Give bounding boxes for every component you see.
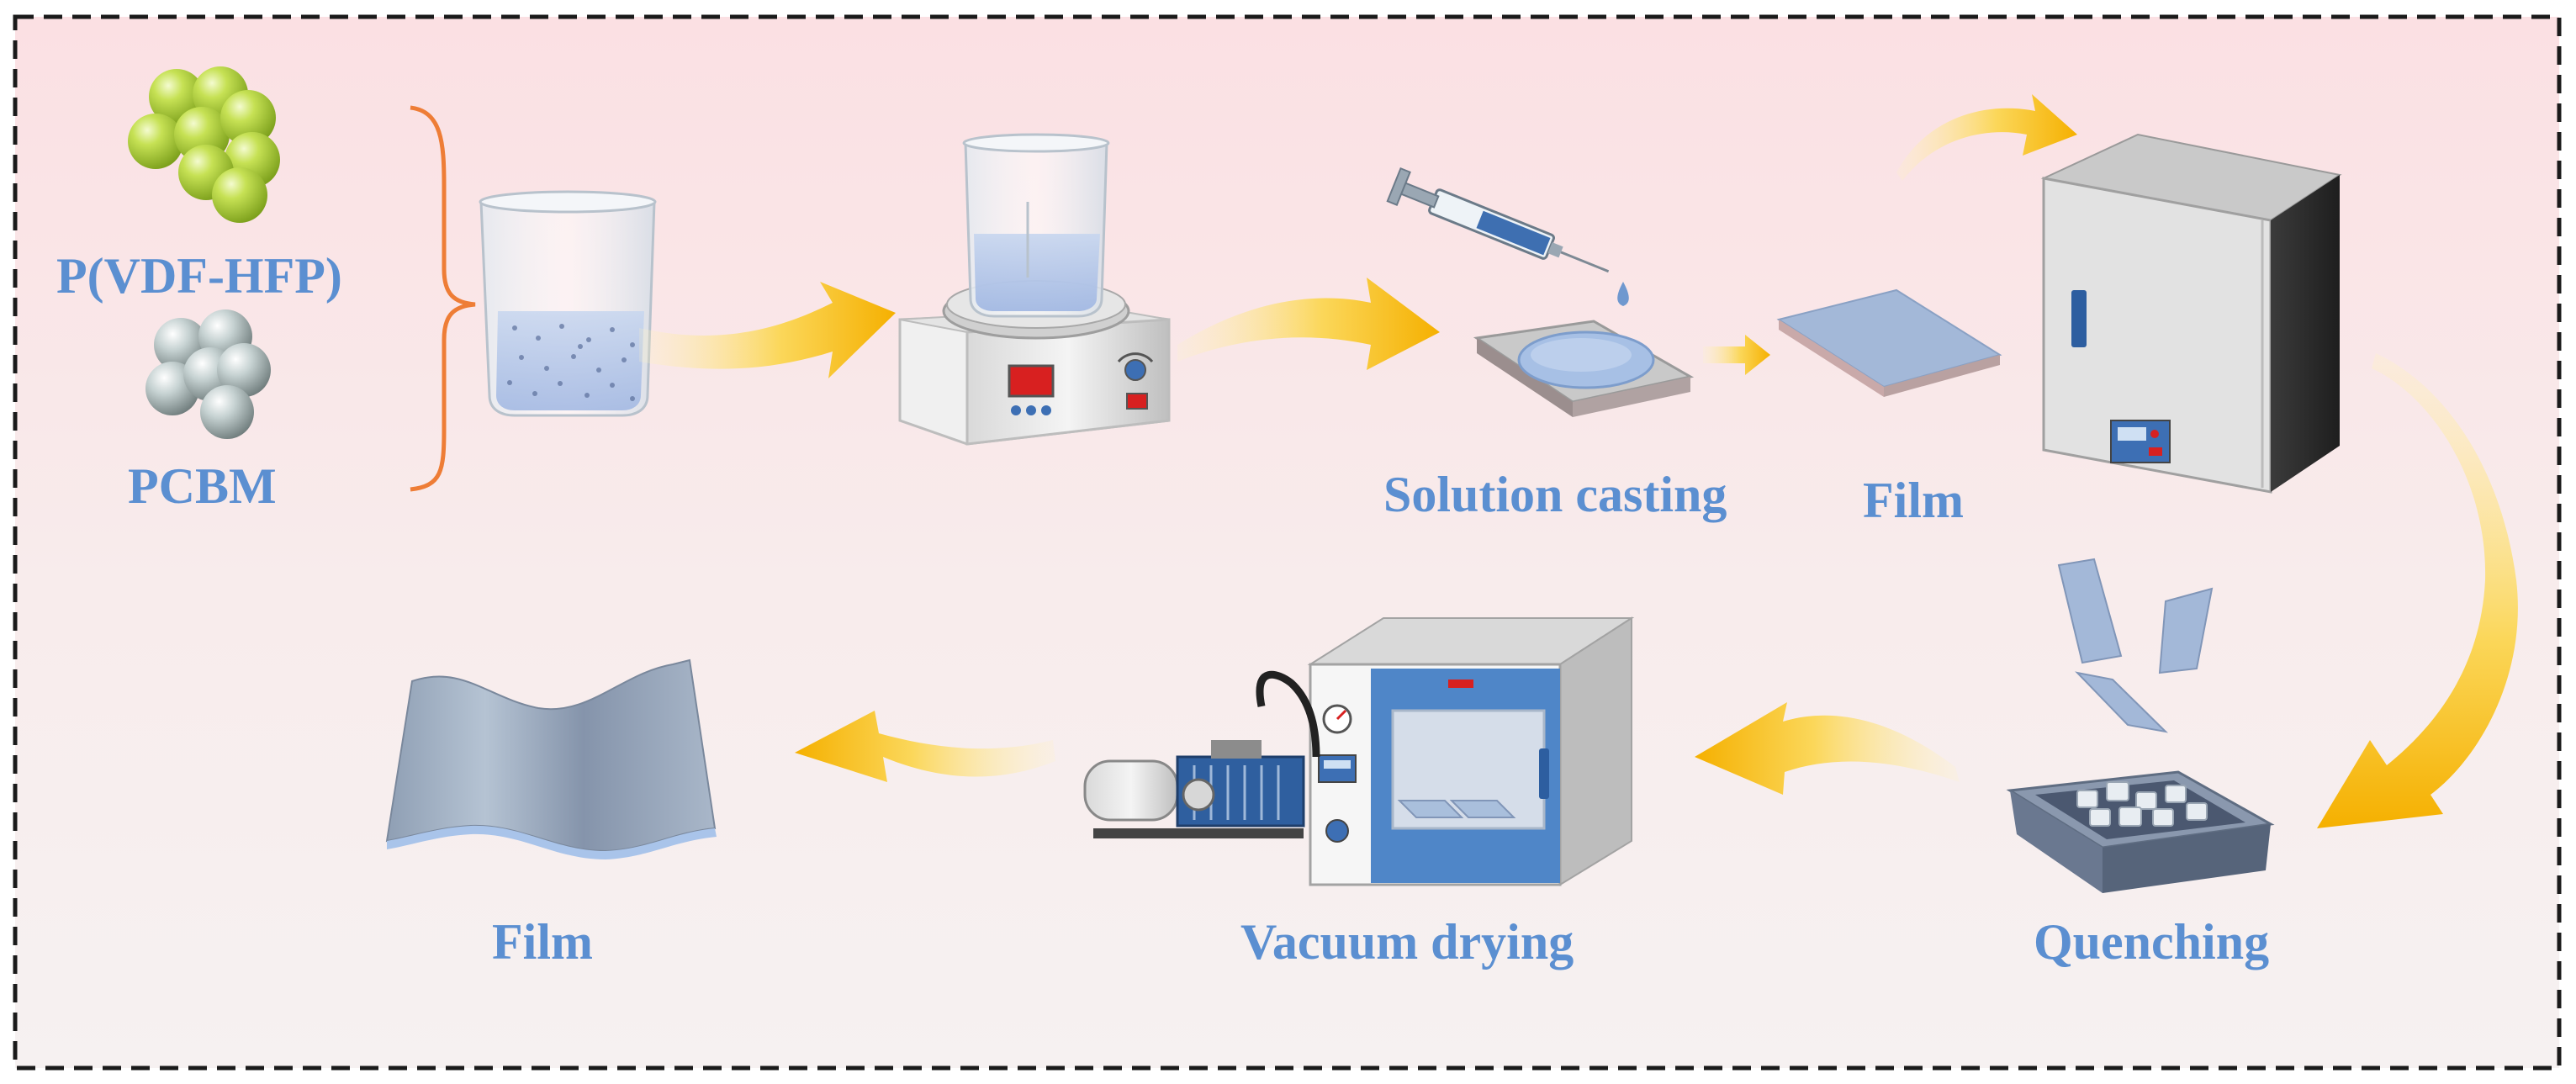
vacuum-oven-icon xyxy=(1307,616,1635,886)
magnetic-stirrer-icon xyxy=(898,133,1171,446)
label-pcbm: PCBM xyxy=(128,458,277,514)
label-solution-casting: Solution casting xyxy=(1383,467,1727,522)
pcbm-spheres xyxy=(145,309,271,439)
label-vacuum-drying: Vacuum drying xyxy=(1240,914,1574,970)
arrow-to-vacuum xyxy=(1695,702,1960,795)
arrow-to-quenching xyxy=(2317,353,2518,828)
label-film-top: Film xyxy=(1863,473,1964,528)
syringe-icon xyxy=(1386,167,1629,306)
arrow-to-final-film xyxy=(795,711,1055,782)
label-pvdf-hfp: P(VDF-HFP) xyxy=(56,248,342,304)
label-film-bottom: Film xyxy=(492,914,593,970)
casting-plate-icon xyxy=(1473,320,1695,417)
arrow-to-film xyxy=(1703,335,1770,375)
dashed-border xyxy=(13,14,2562,1071)
ice-tray-icon xyxy=(2006,770,2275,893)
vacuum-pump-icon xyxy=(1083,670,1320,838)
arrow-to-stirrer xyxy=(639,282,896,378)
film-pieces-icon xyxy=(2057,558,2214,733)
curly-brace xyxy=(410,105,476,492)
film-sheet-icon xyxy=(1776,288,2002,397)
oven-icon xyxy=(2040,133,2342,494)
pvdf-hfp-spheres xyxy=(128,66,280,223)
beaker-solution-icon xyxy=(479,190,657,417)
arrow-to-casting xyxy=(1177,278,1440,370)
arrow-to-oven xyxy=(1896,94,2077,181)
label-quenching: Quenching xyxy=(2034,914,2270,970)
wavy-film-icon xyxy=(385,658,717,859)
